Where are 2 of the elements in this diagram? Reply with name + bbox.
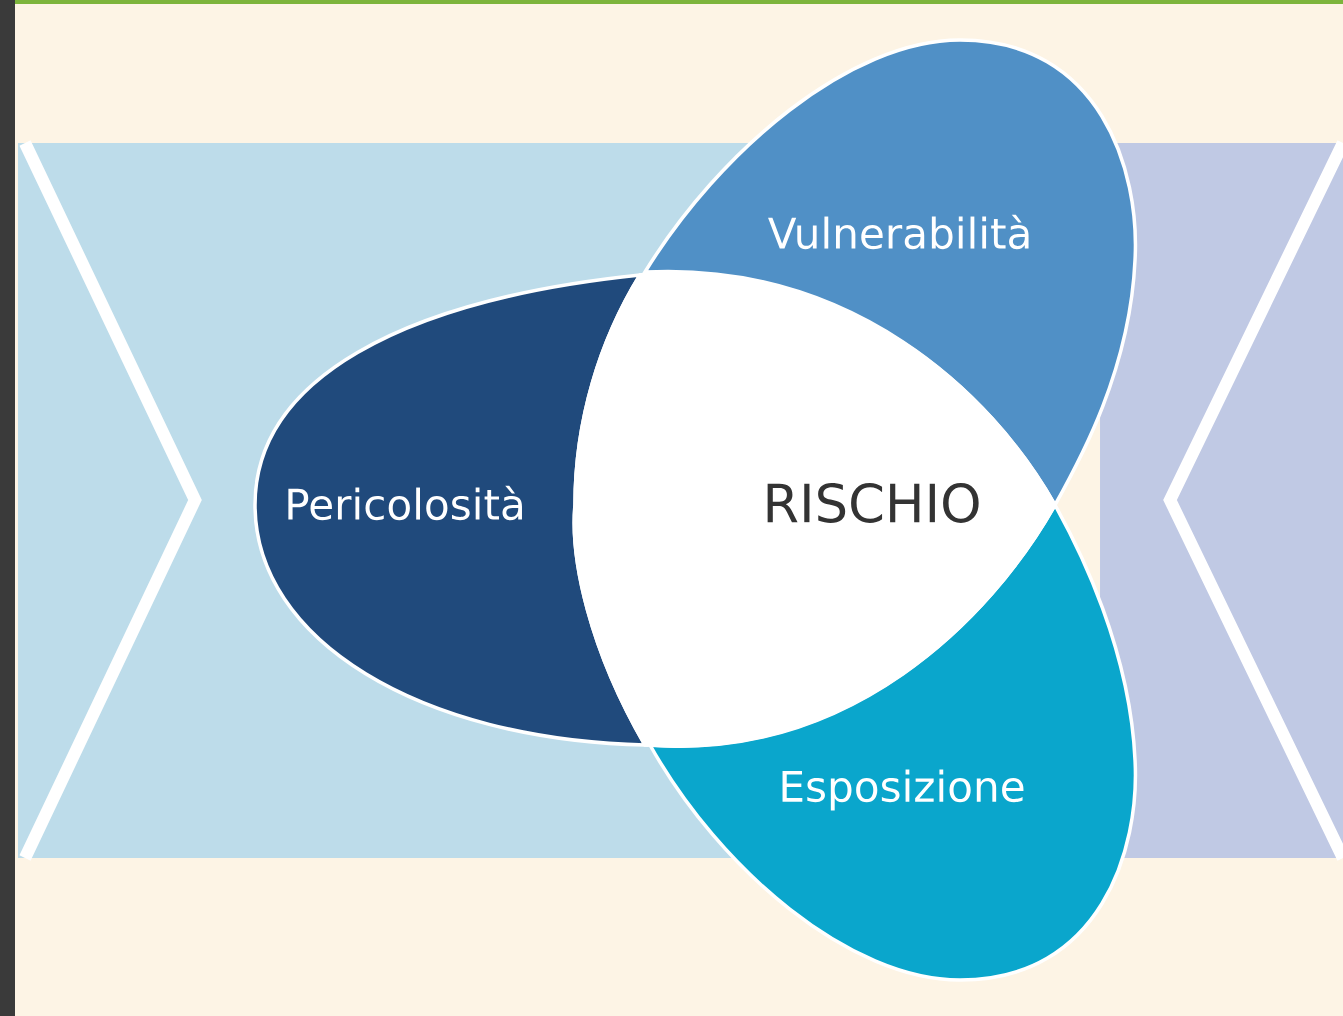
petal: Pericolosità [253,273,647,747]
overlap-region: RISCHIO [572,272,1057,748]
